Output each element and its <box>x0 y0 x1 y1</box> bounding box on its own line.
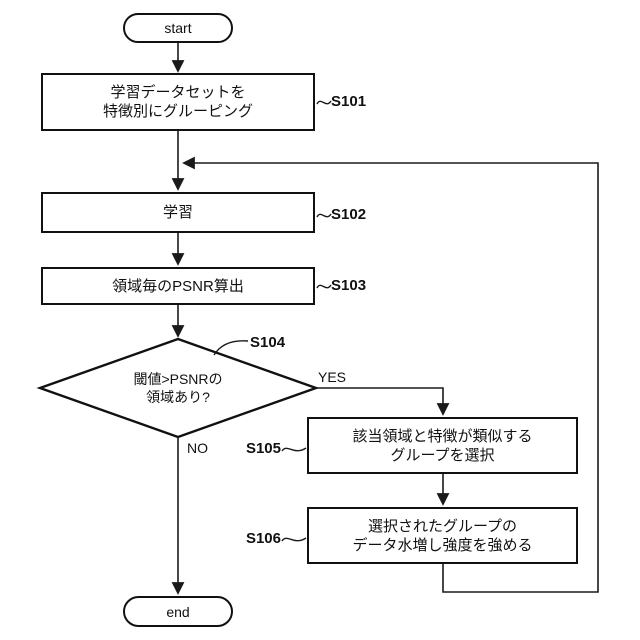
process-s103: 領域毎のPSNR算出 <box>41 267 315 305</box>
decision-s104-line2: 領域あり? <box>146 389 210 405</box>
squiggle-s102 <box>316 213 332 218</box>
squiggle-s105 <box>281 447 307 452</box>
process-s105-line1: 該当領域と特徴が類似する <box>352 427 533 445</box>
squiggle-s103 <box>316 284 332 289</box>
decision-s104-text: 閾値>PSNRの 領域あり? <box>78 370 278 406</box>
step-label-s105: S105 <box>245 440 281 457</box>
step-label-s104: S104 <box>250 334 286 351</box>
process-s102: 学習 <box>41 192 315 233</box>
start-terminal: start <box>123 13 233 43</box>
process-s105-line2: グループを選択 <box>390 446 495 464</box>
connector-yes-s104-to-s105 <box>316 387 450 416</box>
process-s103-line1: 領域毎のPSNR算出 <box>112 277 244 295</box>
step-label-s103: S103 <box>331 277 367 294</box>
process-s106-line1: 選択されたグループの <box>367 517 518 535</box>
squiggle-s106 <box>281 537 307 542</box>
decision-s104-line1: 閾値>PSNRの <box>133 371 223 387</box>
process-s106-line2: データ水増し強度を強める <box>352 536 533 554</box>
branch-label-yes: YES <box>318 369 347 385</box>
step-label-s102: S102 <box>331 206 367 223</box>
connector-loopback-s106-to-merge <box>182 156 599 593</box>
process-s101: 学習データセットを 特徴別にグルーピング <box>41 73 315 131</box>
process-s102-line1: 学習 <box>162 204 193 221</box>
process-s106: 選択されたグループの データ水増し強度を強める <box>307 507 578 564</box>
process-s101-line2: 特徴別にグルーピング <box>102 103 253 120</box>
process-s101-line1: 学習データセットを <box>110 84 246 101</box>
start-terminal-label: start <box>164 20 192 36</box>
step-label-s106: S106 <box>245 530 281 547</box>
process-s105: 該当領域と特徴が類似する グループを選択 <box>307 417 578 474</box>
end-terminal: end <box>123 596 233 627</box>
step-label-s101: S101 <box>331 93 367 110</box>
branch-label-no: NO <box>187 440 208 456</box>
end-terminal-label: end <box>166 603 190 620</box>
squiggle-s104 <box>213 340 249 356</box>
squiggle-s101 <box>316 100 332 105</box>
